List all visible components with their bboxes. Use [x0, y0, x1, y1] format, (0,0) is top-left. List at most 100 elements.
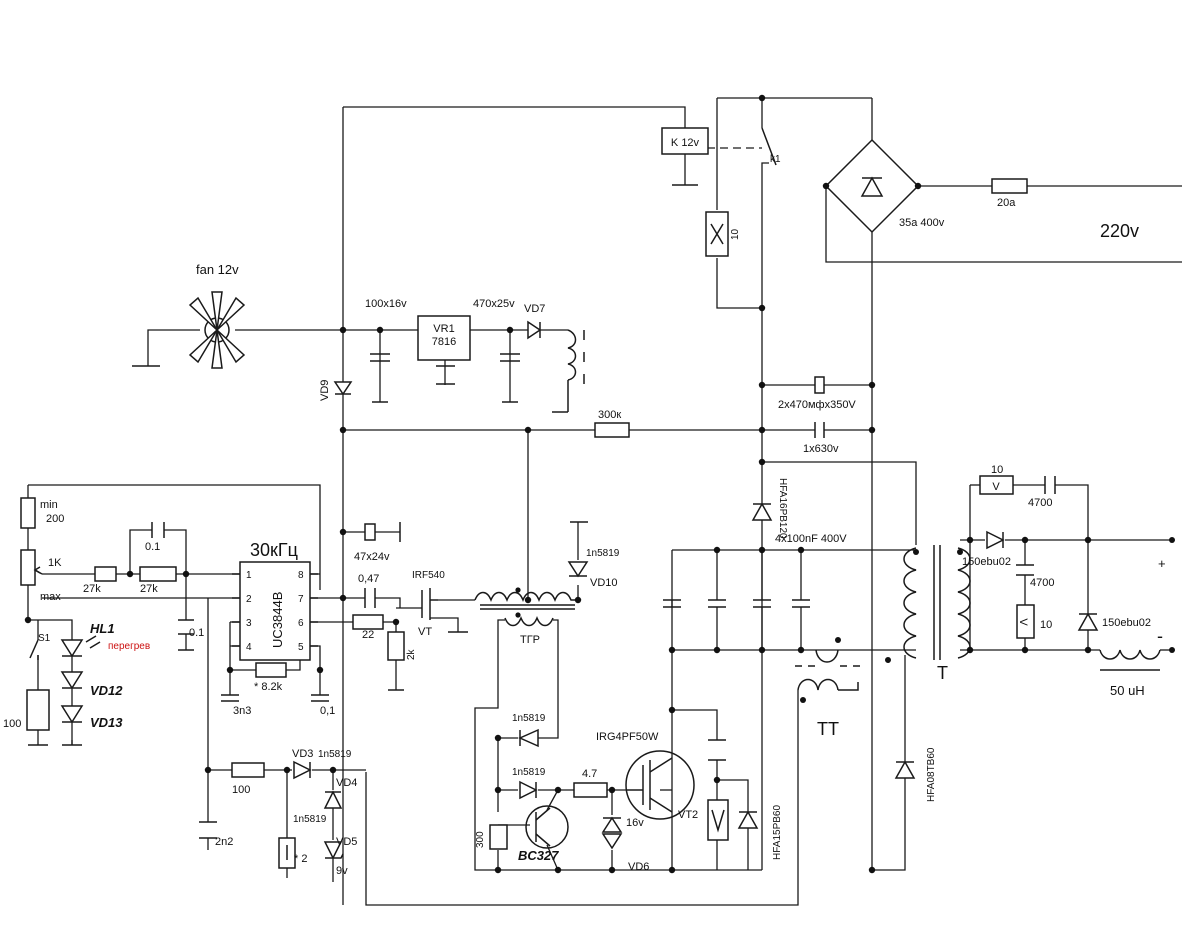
label-r2k: 2k [406, 648, 417, 660]
label-s1: S1 [38, 633, 51, 644]
label-hfa08: HFA08TB60 [926, 747, 937, 802]
diode-hfa08tb60 [894, 760, 916, 779]
labels: fan 12v 100x16v 470x25v VR1 7816 VD7 VD9… [3, 137, 1166, 877]
label-1n5819-e: 1n5819 [586, 548, 620, 559]
diode-150ebu02-bottom [1077, 612, 1099, 631]
label-freq: 30кГц [250, 540, 298, 560]
label-vd6: VD6 [628, 861, 649, 873]
diode-150ebu02-top [986, 530, 1005, 550]
capacitor-bank [814, 376, 825, 438]
label-vd10: VD10 [590, 577, 618, 589]
capacitor-47x24v [364, 522, 401, 542]
capacitor-0-1-bottom [311, 694, 329, 702]
diode-vd7 [527, 320, 542, 340]
gate-transformer-tgr [474, 591, 578, 627]
label-1n5819-b: 1n5819 [512, 767, 546, 778]
resistor-2k [387, 631, 405, 691]
label-hfa16: HFA16PB120 [777, 478, 788, 539]
label-c01a: 0.1 [145, 541, 160, 553]
label-tgr: ТГР [520, 634, 540, 646]
diode-hfa15pb60 [737, 810, 759, 829]
resistor-10-mid [1016, 604, 1035, 639]
snubber-capacitor [708, 739, 726, 761]
label-7816: 7816 [432, 336, 456, 348]
varistor [707, 780, 729, 870]
diode-1n5819-lower [519, 780, 538, 800]
diode-vd9 [333, 381, 353, 396]
resistor-inrush [705, 211, 729, 257]
capacitor-2n2 [199, 821, 217, 839]
vr1-regulator [417, 315, 471, 385]
label-vd13: VD13 [90, 715, 123, 730]
label-rmax: max [40, 591, 61, 603]
resistor-10-output: V [979, 475, 1014, 495]
label-mains: 220v [1100, 221, 1139, 241]
diode-vd4 [323, 790, 343, 840]
pin-8: 8 [298, 570, 304, 581]
label-r1k: 1K [48, 557, 62, 569]
switch-s1 [29, 639, 39, 660]
label-c3n3: 3n3 [233, 705, 251, 717]
label-z9v: 9v [336, 865, 348, 877]
relay-k12v [661, 127, 709, 186]
resistor-300k [594, 422, 630, 438]
label-fan: fan 12v [196, 262, 239, 277]
label-bc327: BC327 [518, 848, 559, 863]
label-r22: 22 [362, 629, 374, 641]
label-d150b: 150ebu02 [1102, 617, 1151, 629]
capacitor-0-1-side [178, 619, 194, 651]
transistor-bc327 [525, 805, 569, 849]
led-hl1 [60, 635, 101, 658]
label-choke: 50 uH [1110, 683, 1145, 698]
label-c4700a: 4700 [1028, 497, 1052, 509]
label-r10c: 10 [1040, 619, 1052, 631]
resistor-27k-a [94, 566, 117, 582]
label-hfa15: HFA15PB60 [772, 805, 783, 860]
label-c2n2: 2n2 [215, 836, 233, 848]
label-bridge: 35a 400v [899, 217, 945, 229]
label-c047: 0,47 [358, 573, 379, 585]
label-r300k: 300к [598, 409, 621, 421]
capacitor-0-1-top [151, 522, 165, 538]
label-z16: 16v [626, 817, 644, 829]
mosfet-irf540 [421, 588, 468, 633]
label-c47x24: 47x24v [354, 551, 390, 563]
label-fuse: 20a [997, 197, 1016, 209]
label-c4700b: 4700 [1030, 577, 1054, 589]
label-r100: 100 [3, 718, 21, 730]
label-hl1: HL1 [90, 621, 115, 636]
resistor-27k-b [139, 566, 177, 582]
label-r47: 4.7 [582, 768, 597, 780]
resistor-100 [26, 689, 50, 746]
label-r82k: * 8.2k [254, 681, 283, 693]
diode-1n5819-upper [518, 728, 539, 748]
label-relay: K 12v [671, 137, 700, 149]
transformer-t [903, 545, 971, 660]
label-d150a: 150ebu02 [962, 556, 1011, 568]
label-r10-inrush: 10 [730, 228, 741, 240]
label-r10b: 10 [991, 464, 1003, 476]
diode-vd13 [60, 688, 84, 746]
bridge-rectifier [824, 138, 920, 234]
label-r300: 300 [475, 831, 486, 848]
label-c01c: 0,1 [320, 705, 335, 717]
label-1n5819-c: 1n5819 [318, 749, 352, 760]
resistor-8-2k [255, 662, 287, 678]
label-current-transformer: TT [817, 719, 839, 739]
label-c470x25: 470x25v [473, 298, 515, 310]
label-1n5819-a: 1n5819 [512, 713, 546, 724]
label-vt: VT [418, 626, 432, 638]
label-r2: * 2 [294, 853, 307, 865]
label-vd5: VD5 [336, 836, 357, 848]
label-vr1: VR1 [433, 323, 454, 335]
relay-coil-small [552, 329, 585, 413]
label-vd9: VD9 [319, 380, 331, 401]
potentiometer-1k [20, 549, 43, 586]
label-irf540: IRF540 [412, 570, 445, 581]
pin-3: 3 [246, 618, 252, 629]
capacitors-4x100nf [663, 550, 810, 650]
current-transformer-tt [795, 649, 860, 691]
label-vt2: VT2 [678, 809, 698, 821]
label-minus: - [1157, 626, 1163, 646]
pin-1: 1 [246, 570, 252, 581]
